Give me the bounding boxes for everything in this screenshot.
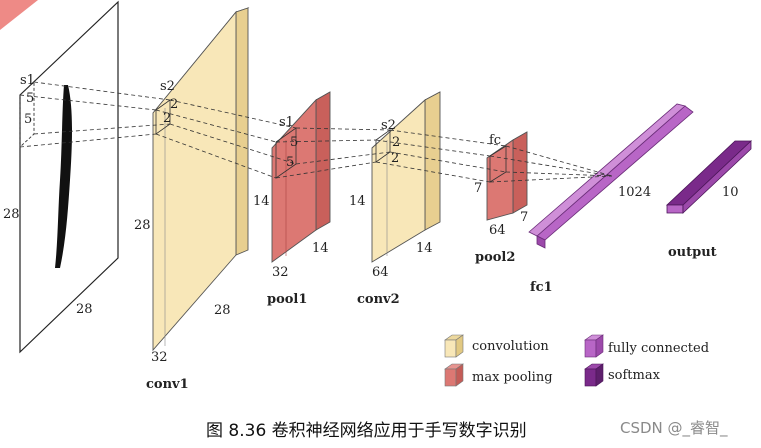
pool2-name-label: pool2 (475, 250, 515, 265)
conv1-depth-label: 32 (151, 350, 168, 365)
legend-swatch-max-pooling (444, 368, 457, 387)
conv1-name-label: conv1 (146, 377, 189, 392)
receptive-field-lines (19, 81, 613, 183)
conv2-block (371, 91, 441, 263)
conv2-stride-label: s2 (381, 118, 396, 133)
fc1-front-face (536, 105, 694, 241)
figure-caption: 图 8.36 卷积神经网络应用于手写数字识别 (206, 421, 527, 441)
output-units-label: 10 (722, 185, 739, 200)
conv2-depth-label: 64 (372, 265, 389, 280)
legend-swatch-fully-connected (584, 339, 597, 358)
input-width-label: 28 (76, 302, 93, 317)
input-image (19, 0, 119, 354)
pool2-width-label: 7 (520, 210, 528, 225)
conv1-height-label: 28 (134, 218, 151, 233)
input-stride-label: s1 (20, 73, 35, 88)
pool2-front-face (486, 139, 514, 221)
conv2-k2-label: 2 (391, 151, 399, 166)
pool2-height-label: 7 (474, 181, 482, 196)
legend-label-fully-connected: fully connected (608, 341, 709, 356)
legend-convolution: convolution (444, 334, 549, 358)
input-kernel-h-label: 5 (26, 91, 34, 106)
pool2-stride-label: fc (489, 133, 501, 148)
conv1-block (152, 7, 250, 352)
conv1-width-label: 28 (214, 303, 231, 318)
fc1-bar (528, 103, 694, 249)
handwritten-digit (55, 85, 72, 268)
legend-max-pooling: max pooling (444, 363, 553, 387)
corner-decoration (0, 0, 38, 30)
legend-swatch-convolution (444, 339, 457, 358)
input-kernel-w-label: 5 (24, 112, 32, 127)
conv2-width-label: 14 (416, 241, 433, 256)
fc1-units-label: 1024 (618, 185, 651, 200)
conv2-k1-label: 2 (392, 135, 400, 150)
pool1-front-face (271, 98, 317, 263)
legend-fully-connected: fully connected (584, 334, 709, 358)
conv1-k1-label: 2 (170, 97, 178, 112)
pool1-depth-label: 32 (272, 265, 289, 280)
conv1-front-face (152, 10, 237, 352)
fc1-name-label: fc1 (530, 280, 553, 295)
conv1-k2-label: 2 (163, 111, 171, 126)
pool1-width-label: 14 (312, 241, 329, 256)
conv2-name-label: conv2 (357, 292, 400, 307)
pool1-height-label: 14 (253, 194, 270, 209)
pool1-block (271, 91, 331, 263)
legend-label-softmax: softmax (608, 368, 661, 383)
legend-label-max-pooling: max pooling (472, 370, 553, 385)
input-height-label: 28 (3, 207, 20, 222)
output-name-label: output (668, 245, 717, 260)
pool1-k1-label: 5 (290, 135, 298, 150)
conv2-front-face (371, 98, 426, 263)
conv1-stride-label: s2 (160, 79, 175, 94)
pool1-k2-label: 5 (286, 155, 294, 170)
legend-softmax: softmax (584, 363, 661, 387)
legend-swatch-softmax (584, 368, 597, 387)
pool1-stride-label: s1 (279, 115, 294, 130)
pool2-depth-label: 64 (489, 223, 506, 238)
legend: convolution max pooling fully connected … (444, 334, 709, 387)
output-bar (665, 140, 753, 214)
pool1-name-label: pool1 (267, 292, 307, 307)
watermark: CSDN @_睿智_ (620, 419, 728, 438)
legend-label-convolution: convolution (472, 339, 549, 354)
conv2-height-label: 14 (349, 194, 366, 209)
